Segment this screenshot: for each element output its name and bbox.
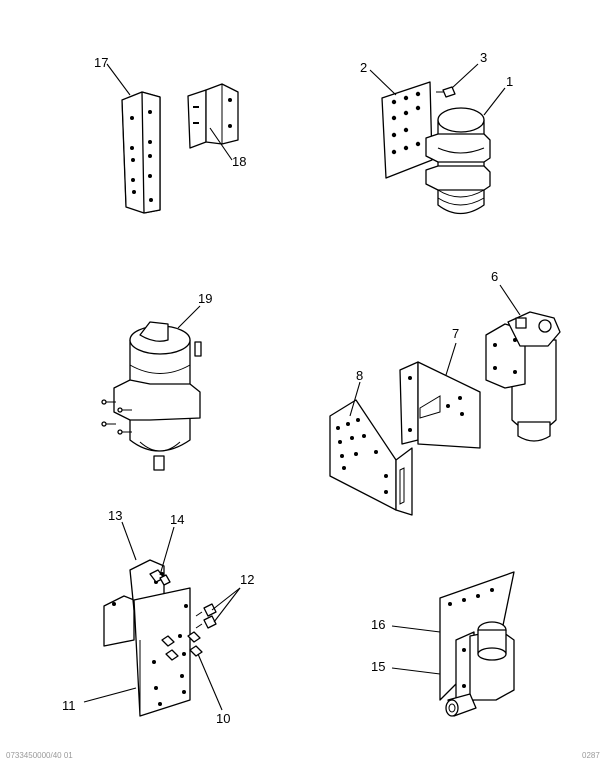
part-18-bracket xyxy=(187,83,239,149)
callout-15: 15 xyxy=(371,659,385,674)
part-6-filter xyxy=(485,311,561,442)
callout-19: 19 xyxy=(198,291,212,306)
part-14-bolts xyxy=(149,569,171,586)
callout-17: 17 xyxy=(94,55,108,70)
footer-ref-left: 0733450000/40 01 xyxy=(6,751,73,760)
part-15-filter-head xyxy=(445,621,515,717)
part-2-plate xyxy=(381,81,433,179)
part-17-bracket xyxy=(121,91,161,214)
callout-16: 16 xyxy=(371,617,385,632)
part-10-bolts xyxy=(161,631,203,661)
callout-2: 2 xyxy=(360,60,367,75)
callout-13: 13 xyxy=(108,508,122,523)
callout-11: 11 xyxy=(62,698,76,713)
part-12-bolts xyxy=(195,603,217,629)
callout-10: 10 xyxy=(216,711,230,726)
part-7-bracket xyxy=(399,361,481,449)
callout-12: 12 xyxy=(240,572,254,587)
callout-14: 14 xyxy=(170,512,184,527)
callout-6: 6 xyxy=(491,269,498,284)
callout-3: 3 xyxy=(480,50,487,65)
part-11-bracket-assembly xyxy=(103,559,191,717)
part-8-plate xyxy=(329,399,413,516)
part-19-filter xyxy=(101,321,202,471)
callout-1: 1 xyxy=(506,74,513,89)
callout-7: 7 xyxy=(452,326,459,341)
footer-ref-right: 0287 xyxy=(582,751,600,760)
part-3-bolt xyxy=(436,86,456,98)
callout-8: 8 xyxy=(356,368,363,383)
part-1-filter xyxy=(425,107,491,215)
callout-18: 18 xyxy=(232,154,246,169)
